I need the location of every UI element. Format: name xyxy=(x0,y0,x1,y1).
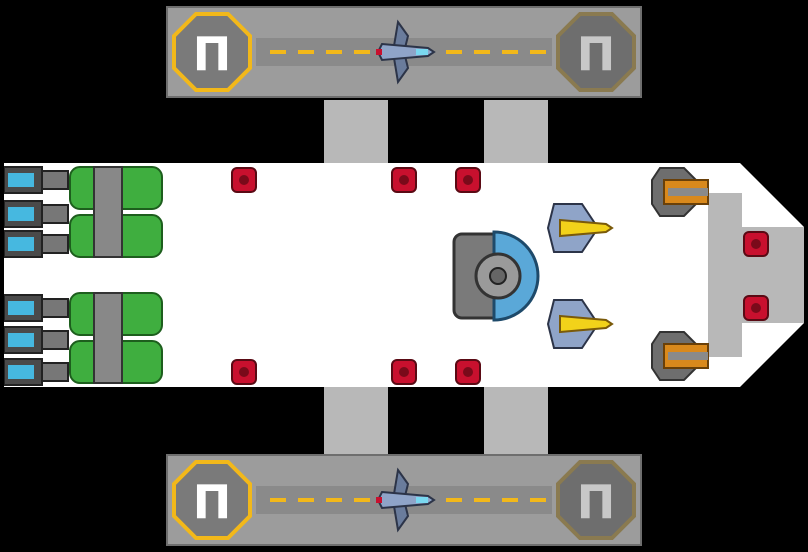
crew-node-icon[interactable] xyxy=(229,165,259,195)
runway-dash xyxy=(354,498,370,502)
pad-symbol: Π xyxy=(193,475,232,529)
runway-dash xyxy=(298,498,314,502)
pad-symbol: Π xyxy=(577,27,616,81)
missile-pod-icon[interactable] xyxy=(546,296,616,352)
hangar-connector xyxy=(484,100,548,163)
runway-dash xyxy=(298,50,314,54)
turret-icon[interactable] xyxy=(650,330,710,382)
crew-node-icon[interactable] xyxy=(389,357,419,387)
landing-pad-right-top[interactable]: Π xyxy=(556,12,636,92)
engine-icon xyxy=(4,166,69,386)
runway-dash xyxy=(326,50,342,54)
pad-symbol: Π xyxy=(577,475,616,529)
crew-node-icon[interactable] xyxy=(741,229,771,259)
runway-dash xyxy=(446,50,462,54)
engine-bank[interactable] xyxy=(4,165,70,387)
runway-dash xyxy=(326,498,342,502)
fuel-tank-bank[interactable] xyxy=(68,165,164,387)
landing-pad-left-bottom[interactable]: Π xyxy=(172,460,252,540)
fighter-icon[interactable] xyxy=(368,466,440,534)
runway-dash xyxy=(270,50,286,54)
runway-dash xyxy=(474,498,490,502)
hangar-connector xyxy=(484,387,548,454)
runway-dash xyxy=(502,50,518,54)
crew-node-icon[interactable] xyxy=(453,165,483,195)
runway-dash xyxy=(502,498,518,502)
runway-dash xyxy=(530,50,546,54)
hangar-connector xyxy=(324,100,388,163)
missile-pod-icon[interactable] xyxy=(546,200,616,256)
fuel-tank-icon xyxy=(69,166,163,384)
pad-symbol: Π xyxy=(193,27,232,81)
shield-generator-icon[interactable] xyxy=(450,228,550,324)
runway-dash xyxy=(530,498,546,502)
hangar-connector xyxy=(324,387,388,454)
landing-pad-left-top[interactable]: Π xyxy=(172,12,252,92)
runway-dash xyxy=(446,498,462,502)
runway-dash xyxy=(354,50,370,54)
crew-node-icon[interactable] xyxy=(229,357,259,387)
hangar-bay-top[interactable]: Π Π xyxy=(166,6,642,98)
fighter-icon[interactable] xyxy=(368,18,440,86)
ship-bow xyxy=(708,163,804,387)
crew-node-icon[interactable] xyxy=(741,293,771,323)
runway-dash xyxy=(474,50,490,54)
runway-dash xyxy=(270,498,286,502)
crew-node-icon[interactable] xyxy=(389,165,419,195)
landing-pad-right-bottom[interactable]: Π xyxy=(556,460,636,540)
hangar-bay-bottom[interactable]: Π Π xyxy=(166,454,642,546)
crew-node-icon[interactable] xyxy=(453,357,483,387)
turret-icon[interactable] xyxy=(650,166,710,218)
